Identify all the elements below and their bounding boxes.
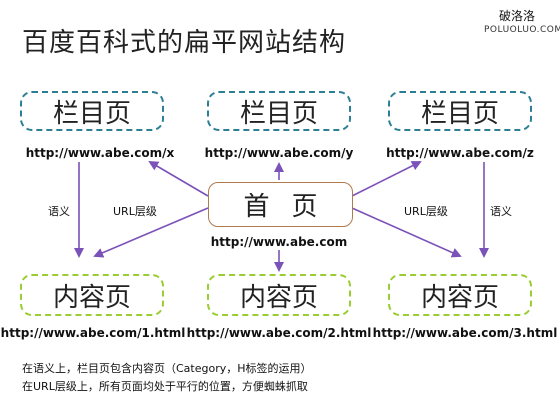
home-page: 首页 <box>208 182 353 227</box>
logo-text-en: POLUOLUO.COM <box>484 25 560 35</box>
column-page-x-label: 栏目页 <box>52 98 131 129</box>
edge-label-semantic-left: 语义 <box>48 205 70 218</box>
content-page-2-label: 内容页 <box>239 282 318 313</box>
content-page-2-url: http://www.abe.com/2.html <box>186 326 372 340</box>
content-page-3-url: http://www.abe.com/3.html <box>372 326 558 340</box>
content-page-3: 内容页 <box>388 274 532 316</box>
footer-note-semantic: 在语义上，栏目页包含内容页（Category，H标签的运用） <box>22 362 312 375</box>
arrow-home-to-content-1 <box>93 207 209 258</box>
footer-note-url-level: 在URL层级上，所有页面均处于平行的位置，方便蜘蛛抓取 <box>22 380 308 393</box>
column-page-y-label: 栏目页 <box>239 98 318 129</box>
content-page-1: 内容页 <box>20 274 164 316</box>
column-page-y: 栏目页 <box>207 91 351 131</box>
column-page-z-label: 栏目页 <box>420 98 499 129</box>
edge-label-url-level-right: URL层级 <box>404 205 448 218</box>
arrow-home-to-column-x <box>148 160 209 197</box>
column-page-z-url: http://www.abe.com/z <box>386 146 534 160</box>
content-page-1-label: 内容页 <box>52 282 131 313</box>
arrow-home-to-column-z <box>351 161 422 197</box>
edge-label-url-level-left: URL层级 <box>113 205 157 218</box>
content-page-1-url: http://www.abe.com/1.html <box>0 326 186 340</box>
column-page-x: 栏目页 <box>20 91 164 131</box>
column-page-z: 栏目页 <box>388 91 532 131</box>
page-title: 百度百科式的扁平网站结构 <box>22 28 347 58</box>
site-logo: 破洛洛 POLUOLUO.COM <box>484 8 560 36</box>
logo-text-cn: 破洛洛 <box>498 9 535 23</box>
column-page-x-url: http://www.abe.com/x <box>25 146 175 160</box>
arrow-home-to-content-3 <box>351 207 462 258</box>
content-page-2: 内容页 <box>207 274 351 316</box>
edge-label-semantic-right: 语义 <box>490 205 512 218</box>
home-page-url: http://www.abe.com <box>210 235 348 249</box>
home-page-label: 首页 <box>243 192 340 222</box>
column-page-y-url: http://www.abe.com/y <box>204 146 354 160</box>
content-page-3-label: 内容页 <box>420 282 499 313</box>
